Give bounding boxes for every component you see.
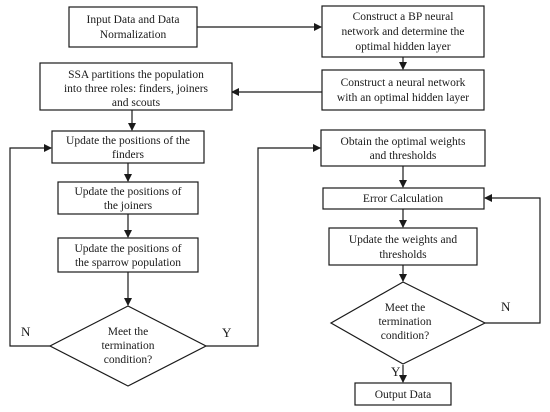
obtain-line-2: and thresholds	[370, 150, 437, 162]
decision-right-line-2: termination	[378, 316, 431, 328]
input-line-2: Normalization	[100, 29, 167, 41]
finders-line-1: Update the positions of the	[66, 135, 190, 147]
label-right-yes: Y	[391, 364, 401, 379]
obtain-box: Obtain the optimal weights and threshold…	[320, 129, 486, 167]
label-right-no: N	[501, 299, 511, 314]
joiners-line-1: Update the positions of	[75, 186, 182, 198]
connectors	[9, 23, 541, 383]
sparrow-line-2: the sparrow population	[75, 257, 181, 269]
input-rect	[68, 6, 198, 48]
label-left-no: N	[21, 324, 31, 339]
nn-line-1: Construct a neural network	[341, 77, 466, 89]
decision-left: Meet the termination condition?	[48, 305, 208, 387]
joiners-box: Update the positions of the joiners	[57, 181, 199, 215]
output-rect	[354, 382, 452, 406]
bp-line-3: optimal hidden layer	[355, 41, 450, 53]
nn-line-2: with an optimal hidden layer	[337, 92, 469, 104]
ssa-line-2: into three roles: finders, joiners	[64, 83, 209, 95]
input-box: Input Data and Data Normalization	[68, 6, 198, 48]
input-line-1: Input Data and Data	[87, 14, 180, 26]
decision-right-diamond	[329, 281, 487, 365]
joiners-rect	[57, 181, 199, 215]
bp-box: Construct a BP neural network and determ…	[321, 5, 485, 58]
decision-left-diamond	[48, 305, 208, 387]
ssa-rect	[39, 62, 233, 111]
update-wt-rect	[328, 227, 478, 266]
joiners-line-2: the joiners	[104, 200, 153, 212]
decision-left-line-2: termination	[101, 340, 154, 352]
arrow-left-yes	[206, 144, 321, 347]
decision-right-line-1: Meet the	[385, 302, 426, 314]
bp-rect	[321, 5, 485, 58]
sparrow-rect	[57, 237, 199, 273]
bp-line-1: Construct a BP neural	[353, 11, 454, 23]
output-line-1: Output Data	[375, 389, 432, 401]
decision-right-line-3: condition?	[381, 330, 430, 342]
error-box: Error Calculation	[322, 187, 485, 210]
nn-rect	[321, 69, 485, 111]
ssa-line-1: SSA partitions the population	[68, 69, 204, 81]
error-rect	[322, 187, 485, 210]
finders-line-2: finders	[112, 149, 144, 161]
sparrow-box: Update the positions of the sparrow popu…	[57, 237, 199, 273]
finders-rect	[51, 130, 205, 164]
loop-left-no	[9, 144, 52, 347]
loop-right-no	[484, 194, 541, 324]
finders-box: Update the positions of the finders	[51, 130, 205, 164]
label-left-yes: Y	[222, 325, 232, 340]
update-wt-line-1: Update the weights and	[349, 234, 458, 246]
output-box: Output Data	[354, 382, 452, 406]
obtain-rect	[320, 129, 486, 167]
ssa-line-3: and scouts	[112, 97, 161, 109]
sparrow-line-1: Update the positions of	[75, 243, 182, 255]
nn-box: Construct a neural network with an optim…	[321, 69, 485, 111]
update-wt-line-2: thresholds	[379, 249, 427, 261]
decision-left-line-1: Meet the	[108, 326, 149, 338]
bp-line-2: network and determine the	[342, 26, 465, 38]
decision-left-line-3: condition?	[104, 354, 153, 366]
ssa-box: SSA partitions the population into three…	[39, 62, 233, 111]
error-line-1: Error Calculation	[363, 193, 443, 205]
obtain-line-1: Obtain the optimal weights	[341, 136, 466, 148]
update-wt-box: Update the weights and thresholds	[328, 227, 478, 266]
decision-right: Meet the termination condition?	[329, 281, 487, 365]
